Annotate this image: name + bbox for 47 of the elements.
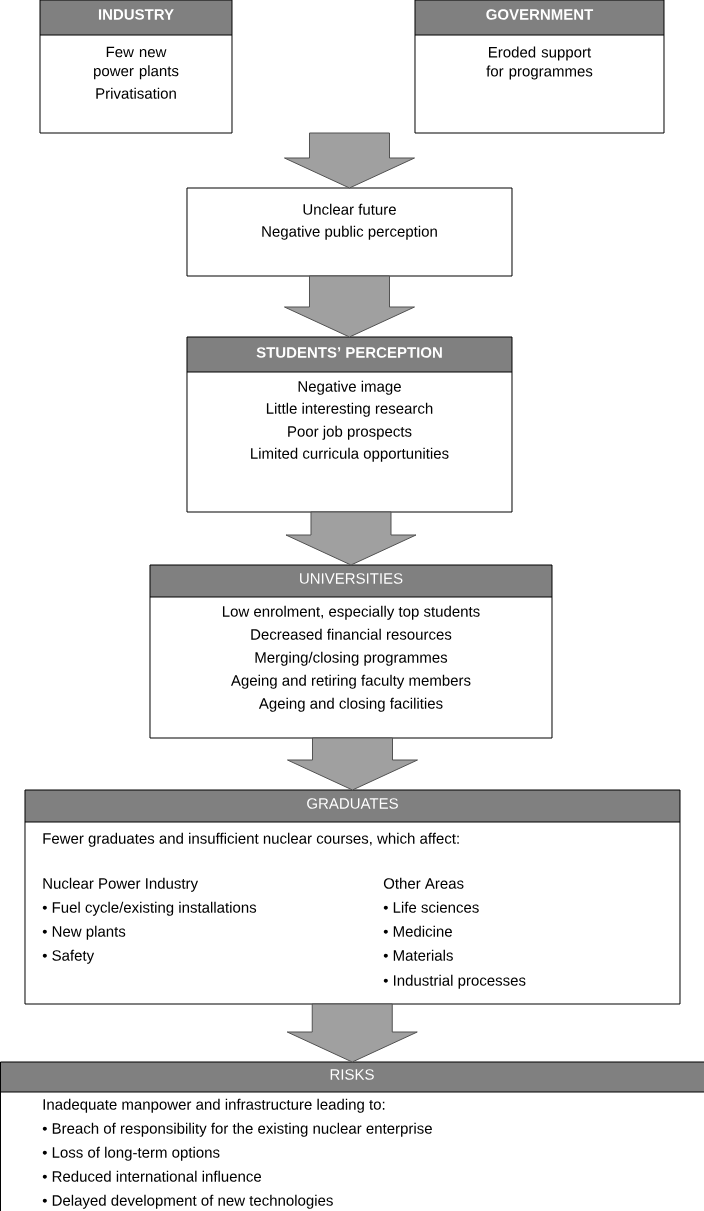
- box-text: • Reduced international influence: [42, 1170, 262, 1182]
- box-text: Eroded support for programmes: [486, 46, 593, 80]
- box-text: Fewer graduates and insufficient nuclear courses, which affect:: [43, 832, 459, 847]
- box-text: • Loss of long-term options: [42, 1146, 220, 1161]
- box-text: Poor job prospects: [288, 425, 412, 440]
- box-heading: STUDENTS’ PERCEPTION: [256, 347, 442, 358]
- block-arrow: [284, 275, 415, 338]
- block-arrow: [287, 737, 418, 791]
- box-text: • Breach of responsibility for the existing nuclear enterprise: [42, 1122, 432, 1137]
- box-text: • Safety: [42, 949, 95, 964]
- process-box: [186, 187, 513, 277]
- box-text: Nuclear Power Industry: [43, 877, 199, 892]
- process-box: [414, 0, 665, 134]
- box-text: Few new power plants: [94, 46, 179, 80]
- process-box: [24, 789, 681, 1005]
- process-box: [186, 336, 513, 513]
- box-text: Ageing and closing facilities: [258, 697, 443, 712]
- box-text: Negative image: [298, 380, 401, 395]
- box-heading: GOVERNMENT: [486, 9, 594, 20]
- box-text: Negative public perception: [262, 225, 437, 240]
- box-text: Merging/closing programmes: [255, 651, 448, 666]
- box-heading: RISKS: [330, 1069, 374, 1080]
- box-text: Little interesting research: [266, 402, 433, 417]
- process-box: [149, 564, 553, 739]
- block-arrow: [285, 511, 417, 566]
- box-text: • Materials: [383, 949, 453, 961]
- process-box: [39, 0, 233, 134]
- block-arrow: [284, 132, 415, 189]
- box-text: Unclear future: [303, 203, 396, 215]
- box-heading: UNIVERSITIES: [300, 573, 403, 584]
- box-text: • Industrial processes: [383, 974, 526, 989]
- box-text: Limited curricula opportunities: [251, 447, 449, 462]
- box-text: Privatisation: [96, 87, 176, 99]
- box-text: Inadequate manpower and infrastructure leading to:: [43, 1098, 385, 1113]
- box-text: Other Areas: [383, 877, 464, 889]
- box-text: • New plants: [42, 925, 126, 940]
- process-box: [0, 1061, 704, 1211]
- box-heading: INDUSTRY: [98, 9, 174, 20]
- box-text: • Delayed development of new technologies: [42, 1194, 333, 1209]
- box-text: Decreased financial resources: [251, 628, 452, 640]
- box-text: • Life sciences: [383, 901, 479, 913]
- box-text: Low enrolment, especially top students: [223, 605, 480, 620]
- box-text: • Fuel cycle/existing installations: [42, 901, 257, 916]
- box-heading: GRADUATES: [307, 798, 398, 809]
- block-arrow: [286, 1003, 418, 1063]
- box-text: Ageing and retiring faculty members: [230, 674, 471, 689]
- box-text: • Medicine: [383, 925, 452, 937]
